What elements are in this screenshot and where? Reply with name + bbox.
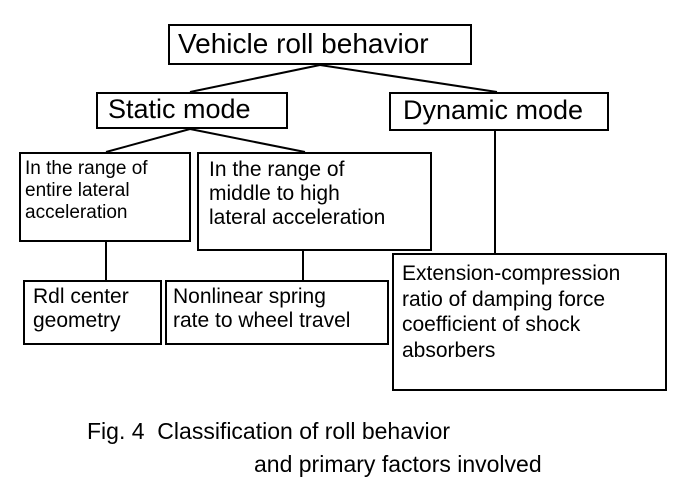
connector-static-range-middle	[189, 128, 306, 153]
connector-static-range-entire	[105, 128, 191, 153]
dynamic-mode-box: Dynamic mode	[389, 92, 609, 131]
root-node-box: Vehicle roll behavior	[168, 24, 472, 65]
figure-caption-line1: Fig. 4 Classification of roll behavior	[87, 418, 451, 444]
extension-compression-box: Extension-compression ratio of damping f…	[392, 253, 667, 391]
figure-caption-line2: and primary factors involved	[254, 451, 542, 477]
range-middle-high-box: In the range of middle to high lateral a…	[197, 152, 432, 251]
connector-root-dynamic	[319, 64, 498, 93]
roll-center-box: Rdl center geometry	[23, 280, 162, 345]
range-entire-box: In the range of entire lateral accelerat…	[19, 152, 191, 242]
connector-root-static	[189, 64, 321, 93]
nonlinear-spring-box: Nonlinear spring rate to wheel travel	[165, 280, 389, 345]
static-mode-box: Static mode	[96, 92, 288, 129]
